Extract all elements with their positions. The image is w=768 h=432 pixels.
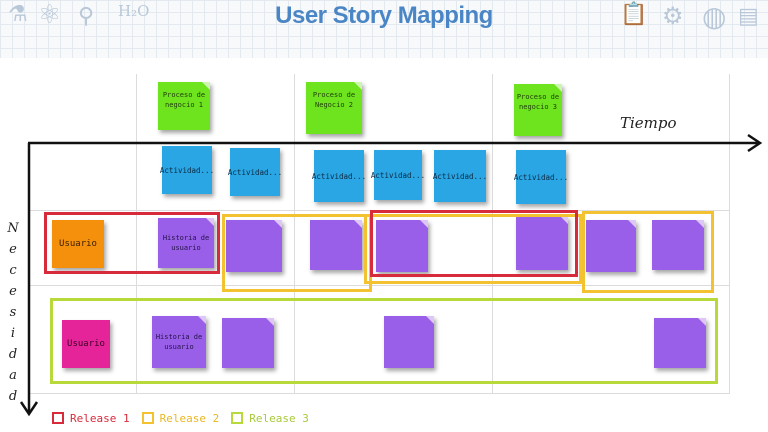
release-1-box xyxy=(44,212,220,274)
clipboard-icon: 📋 xyxy=(620,2,648,27)
legend-label: Release 1 xyxy=(70,411,130,425)
legend-swatch xyxy=(141,412,154,424)
atom-icon: ⚛ xyxy=(38,0,62,30)
need-axis-letter: a xyxy=(9,368,17,383)
activity-note[interactable]: Actividad... xyxy=(371,150,425,200)
activity-note[interactable]: Actividad... xyxy=(228,148,282,196)
need-axis-letter: i xyxy=(10,326,16,341)
magnet-icon: ⚲ xyxy=(78,4,95,29)
formula-text: H₂O xyxy=(118,2,150,20)
user-note[interactable]: Usuario xyxy=(52,220,104,268)
legend-item-release-1: Release 1 xyxy=(52,412,130,425)
release-2-box xyxy=(582,211,714,293)
legend-label: Release 2 xyxy=(159,411,220,425)
need-axis-letter: e xyxy=(9,284,17,299)
story-note[interactable] xyxy=(586,220,636,272)
grid-row-line xyxy=(28,393,730,394)
process-note[interactable]: Proceso de negocio 3 xyxy=(514,84,562,136)
legend-item-release-3: Release 3 xyxy=(231,412,309,425)
legend-swatch xyxy=(52,412,64,424)
activity-note[interactable]: Actividad... xyxy=(433,150,487,202)
activity-note[interactable]: Actividad... xyxy=(160,146,214,194)
need-axis-letter: s xyxy=(9,305,17,320)
need-axis-letter: e xyxy=(9,242,17,257)
legend-item-release-2: Release 2 xyxy=(141,411,220,425)
story-note[interactable] xyxy=(310,220,362,270)
legend-label: Release 3 xyxy=(249,411,309,425)
story-note[interactable] xyxy=(376,220,428,272)
release-3-box xyxy=(50,298,718,384)
header-band: ⚗ ⚛ ⚲ H₂O 📋 ⚙ ◍ ▤ xyxy=(0,0,768,58)
user-note[interactable]: Usuario xyxy=(62,320,110,368)
story-note[interactable] xyxy=(222,318,274,368)
activity-note[interactable]: Actividad... xyxy=(514,150,568,204)
story-note[interactable]: Historia de usuario xyxy=(158,218,214,268)
process-note[interactable]: Proceso de negocio 1 xyxy=(158,82,210,130)
story-note[interactable] xyxy=(226,220,282,272)
story-note[interactable] xyxy=(654,318,706,368)
process-note[interactable]: Proceso de Negocio 2 xyxy=(306,82,362,134)
story-note[interactable] xyxy=(384,316,434,368)
time-axis-arrow xyxy=(747,133,763,153)
release-2-box xyxy=(222,214,372,292)
need-axis-letter: N xyxy=(7,221,19,236)
grid-column-line xyxy=(294,74,295,394)
flask-icon: ⚗ xyxy=(8,2,28,27)
story-note[interactable] xyxy=(652,220,704,270)
grid-column-line xyxy=(136,74,137,394)
grid-column-line xyxy=(492,74,493,394)
release-1-box xyxy=(370,210,578,277)
story-note[interactable]: Historia de usuario xyxy=(152,316,206,368)
need-axis-arrow xyxy=(19,401,39,417)
need-axis-letter: d xyxy=(8,347,18,362)
molecule-icon: ⚙ xyxy=(662,2,684,30)
page-title: User Story Mapping xyxy=(275,2,493,29)
release-2-box xyxy=(364,214,582,284)
release-legend: Release 1 Release 2 Release 3 xyxy=(52,410,321,426)
document-icon: ▤ xyxy=(738,4,759,29)
need-axis-letter: d xyxy=(8,389,18,404)
time-axis-label: Tiempo xyxy=(620,114,677,132)
need-axis-letter: c xyxy=(9,263,17,278)
story-note[interactable] xyxy=(516,216,568,270)
grid-column-line xyxy=(729,74,730,394)
legend-swatch xyxy=(231,412,244,424)
grid-row-line xyxy=(28,285,730,286)
globe-icon: ◍ xyxy=(702,0,727,33)
activity-note[interactable]: Actividad... xyxy=(312,150,366,202)
